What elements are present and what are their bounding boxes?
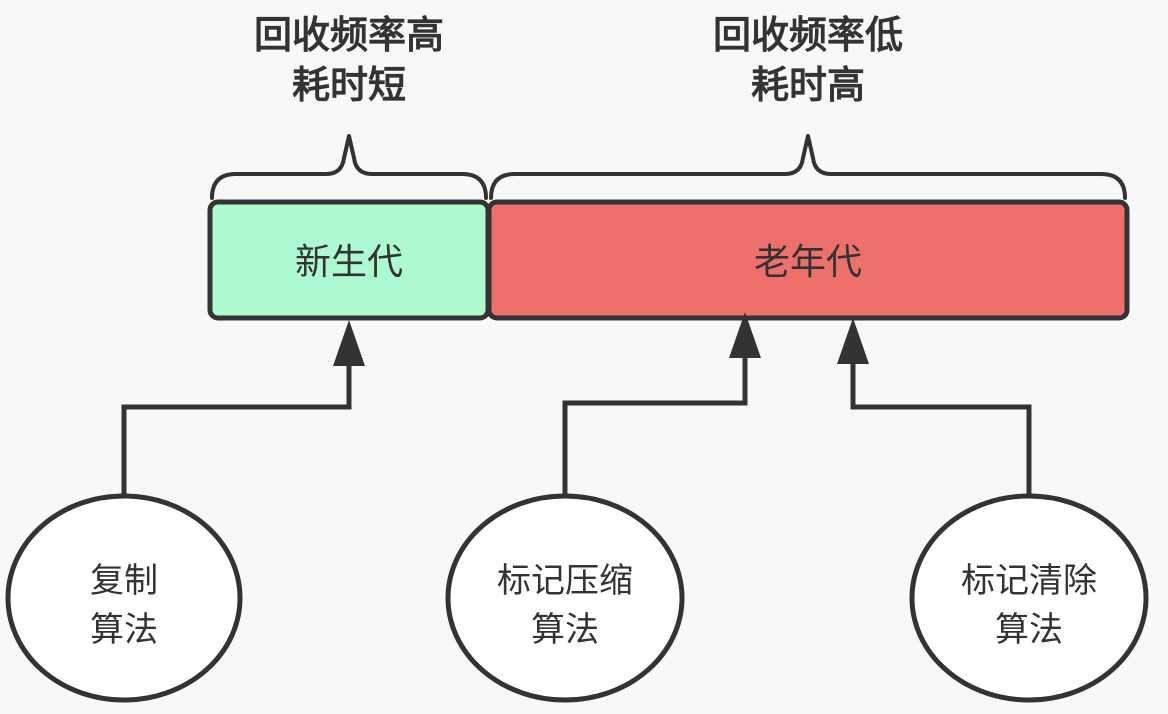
- old-brace: [489, 134, 1127, 200]
- connector-compact-to-old: [562, 356, 748, 496]
- young-caption-line2: 耗时短: [292, 63, 406, 107]
- young-generation-label: 新生代: [295, 242, 403, 283]
- mark-compact-algorithm-node: [445, 493, 685, 703]
- connector-sweep-to-old: [850, 360, 1032, 496]
- mark-sweep-algorithm-node: [909, 493, 1149, 703]
- arrow-head-young: [333, 320, 365, 366]
- mark-sweep-algorithm-label-line1: 标记清除: [961, 561, 1097, 601]
- mark-compact-algorithm-label-line2: 算法: [531, 610, 599, 650]
- young-brace: [210, 134, 488, 200]
- connector-copy-to-young: [121, 360, 352, 496]
- old-caption-line2: 耗时高: [751, 63, 865, 107]
- young-caption-line1: 回收频率高: [254, 13, 444, 57]
- copy-algorithm-label-line1: 复制: [90, 561, 158, 601]
- old-generation-label: 老年代: [754, 242, 862, 283]
- old-generation-box: [486, 199, 1130, 321]
- arrow-head-old-sweep: [837, 318, 869, 364]
- copy-algorithm-label-line2: 算法: [90, 610, 158, 650]
- old-caption-line1: 回收频率低: [713, 13, 903, 57]
- mark-sweep-algorithm-label-line2: 算法: [995, 610, 1063, 650]
- mark-compact-algorithm-label-line1: 标记压缩: [497, 561, 633, 601]
- arrow-head-old-compact: [729, 312, 761, 358]
- copy-algorithm-node: [5, 493, 243, 703]
